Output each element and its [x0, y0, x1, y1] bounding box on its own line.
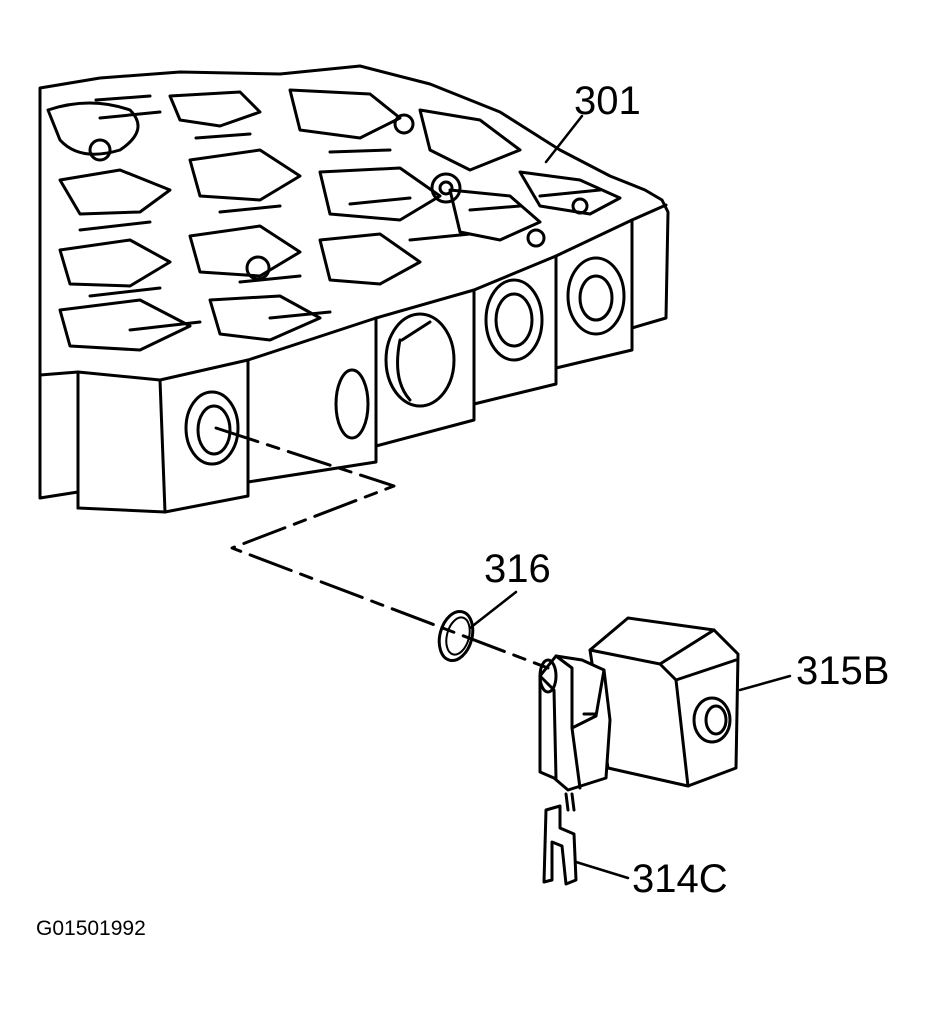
o-ring-seal-icon — [437, 609, 475, 663]
leader-line-316 — [468, 590, 518, 630]
leader-line-314C — [574, 860, 630, 880]
callout-315B: 315B — [796, 649, 889, 693]
callout-316: 316 — [484, 547, 551, 591]
leader-line-301 — [544, 114, 584, 164]
assembly-centerline — [214, 426, 550, 670]
leader-lines — [468, 114, 792, 880]
leader-line-315B — [738, 674, 792, 692]
callout-314C: 314C — [632, 857, 728, 901]
retaining-clip-icon — [542, 792, 578, 886]
valve-body-casting-icon — [38, 64, 670, 514]
solenoid-icon — [538, 616, 740, 792]
figure-id: G01501992 — [36, 917, 146, 940]
callout-301: 301 — [574, 79, 641, 123]
